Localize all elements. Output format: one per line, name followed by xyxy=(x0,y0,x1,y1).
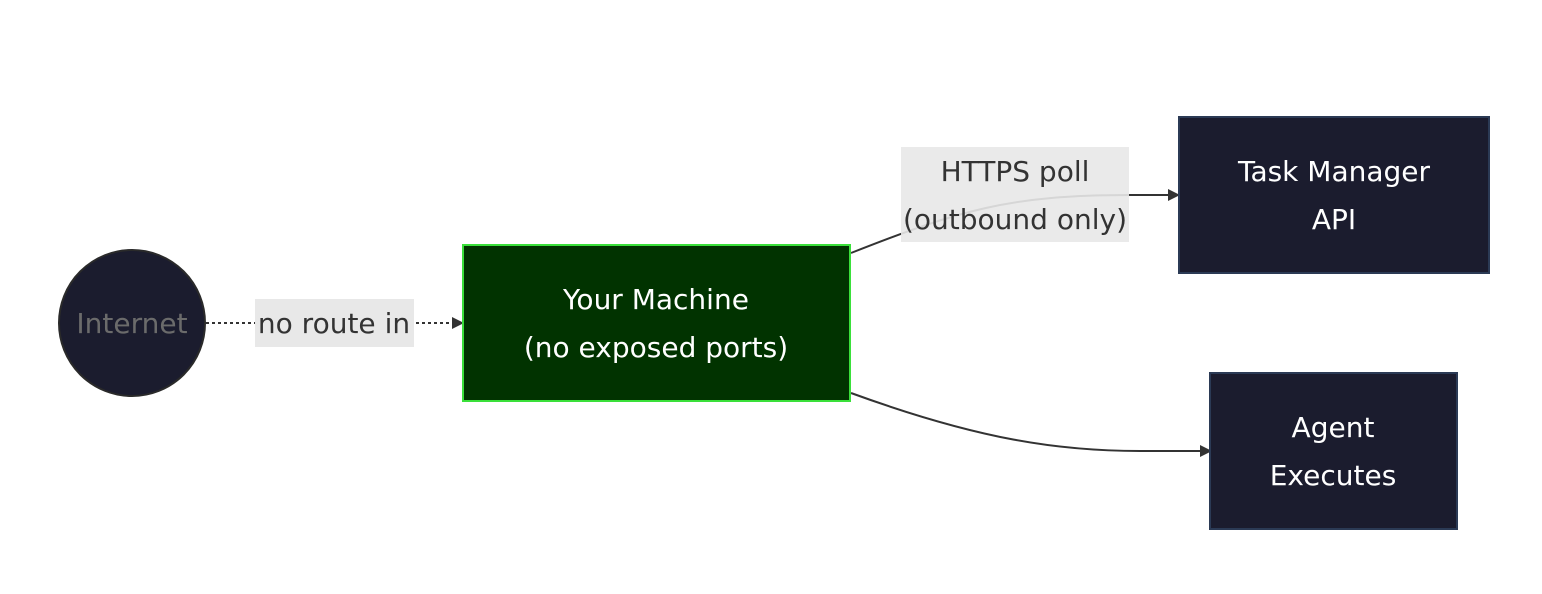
agent-line-1: Agent xyxy=(1292,411,1375,444)
your-machine-title: Your Machine xyxy=(562,283,749,316)
internet-circle xyxy=(58,249,206,397)
edge-label-line-2: (outbound only) xyxy=(903,203,1127,236)
edge-label-text: no route in xyxy=(258,307,410,340)
task-manager-line-2: API xyxy=(1312,203,1356,236)
edge-label-background xyxy=(901,147,1129,242)
your-machine-subtitle: (no exposed ports) xyxy=(524,331,788,364)
edge-label-background xyxy=(255,299,414,347)
node-your-machine: Your Machine (no exposed ports) xyxy=(462,244,851,402)
node-agent-executes: Agent Executes xyxy=(1209,372,1458,530)
internet-label: Internet xyxy=(76,307,187,340)
edge-label-no-route-in: no route in xyxy=(255,299,414,347)
edge-label-https-poll: HTTPS poll (outbound only) xyxy=(901,147,1129,242)
agent-line-2: Executes xyxy=(1270,459,1397,492)
your-machine-box xyxy=(462,244,851,402)
node-task-manager-api: Task Manager API xyxy=(1178,116,1490,274)
node-internet: Internet xyxy=(58,249,206,397)
task-manager-line-1: Task Manager xyxy=(1237,155,1431,188)
task-manager-box xyxy=(1178,116,1490,274)
edge-machine-to-agent xyxy=(850,392,1212,457)
agent-box xyxy=(1209,372,1458,530)
edge-label-line-1: HTTPS poll xyxy=(941,155,1090,188)
